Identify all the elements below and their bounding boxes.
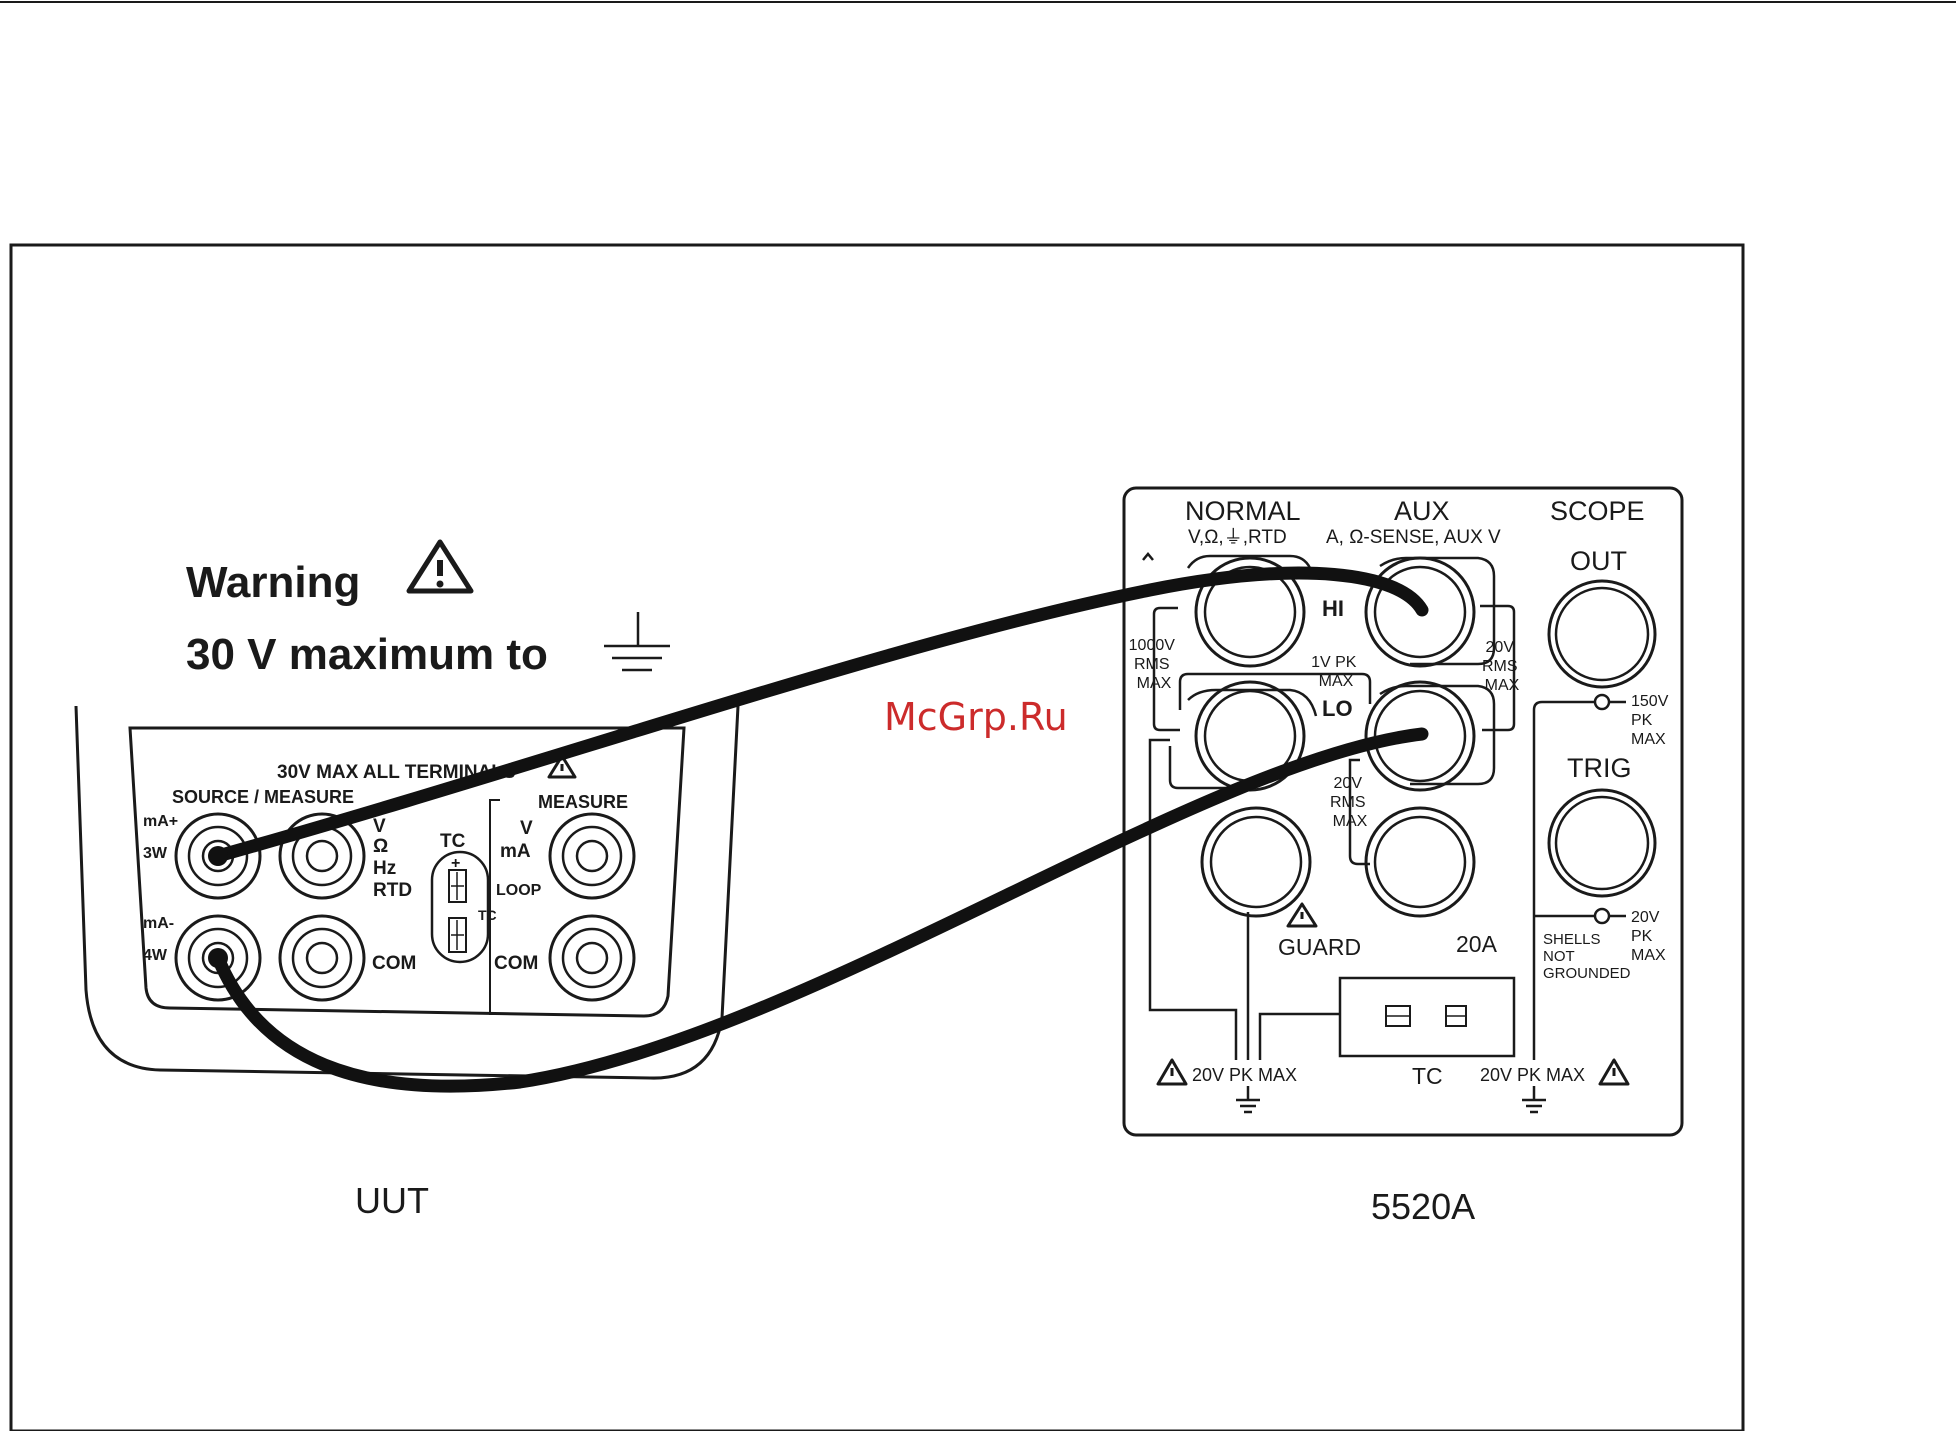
aux-hi-terminal[interactable] xyxy=(1364,556,1496,668)
tc-left-wire xyxy=(1258,1012,1340,1060)
shells-not-grounded: SHELLS NOT GROUNDED xyxy=(1543,931,1631,982)
shell-contact-150v-icon xyxy=(1593,693,1626,711)
uut-ma: mA xyxy=(500,841,531,862)
uut-device: 30V MAX ALL TERMINALS SOURCE / MEASURE M… xyxy=(74,705,740,1080)
uut-terminal-panel xyxy=(128,726,686,1018)
uut-tc-small: TC xyxy=(478,907,497,923)
uut-terminal-com-source[interactable] xyxy=(278,914,366,1002)
uut-ohm: Ω xyxy=(373,836,388,857)
uut-com-right: COM xyxy=(494,953,538,974)
uut-v: V xyxy=(373,816,386,837)
uut-measure-bracket xyxy=(489,799,500,1015)
warning-title: Warning xyxy=(186,558,360,607)
lo-label: LO xyxy=(1322,696,1353,721)
warning-triangle-icon xyxy=(406,539,474,594)
rating-1v-pk: 1V PK MAX xyxy=(1311,654,1361,690)
calibrator-label: 5520A xyxy=(1371,1186,1475,1227)
uut-terminal-ma-minus[interactable] xyxy=(174,914,262,1002)
uut-header: 30V MAX ALL TERMINALS xyxy=(277,762,516,783)
warning-block: Warning 30 V maximum to xyxy=(186,539,670,679)
bottom-left-warning-icon xyxy=(1156,1058,1188,1086)
aux-hi-lo-bracket xyxy=(1480,604,1516,732)
uut-terminal-ma-plus[interactable] xyxy=(174,812,262,900)
uut-com-left: COM xyxy=(372,953,416,974)
normal-sublabel: V,Ω,⏚,RTD xyxy=(1188,527,1287,548)
uut-warning-icon xyxy=(547,754,577,779)
normal-label: NORMAL xyxy=(1185,496,1301,526)
watermark: McGrp.Ru xyxy=(884,695,1068,739)
ground-right-icon xyxy=(1522,1086,1546,1114)
uut-4w: 4W xyxy=(143,947,168,964)
uut-measure-label: MEASURE xyxy=(538,792,628,812)
uut-terminal-measure-com[interactable] xyxy=(548,914,636,1002)
calibrator-panel-outline xyxy=(1122,486,1684,1137)
uut-3w: 3W xyxy=(143,845,168,862)
top-cap-mark xyxy=(1142,552,1154,561)
uut-hz: Hz xyxy=(373,858,396,879)
pk-max-right: 20V PK MAX xyxy=(1480,1065,1585,1085)
scope-label: SCOPE xyxy=(1550,496,1645,526)
ground-left-icon xyxy=(1236,1086,1260,1114)
uut-tc: TC xyxy=(440,831,466,852)
test-lead-hi xyxy=(211,566,1429,863)
test-lead-lo xyxy=(211,727,1429,1093)
amps-20a-terminal[interactable] xyxy=(1364,806,1476,918)
uut-rtd: RTD xyxy=(373,880,412,901)
uut-body-outline xyxy=(74,705,740,1080)
twenty-a-label: 20A xyxy=(1456,931,1498,957)
uut-source-measure-label: SOURCE / MEASURE xyxy=(172,787,354,807)
svg-text:+: + xyxy=(451,855,460,872)
lead-plug-uut-hi xyxy=(208,846,228,866)
normal-hi-terminal[interactable] xyxy=(1186,554,1312,668)
hi-label: HI xyxy=(1322,596,1344,621)
guard-terminal[interactable] xyxy=(1200,806,1312,918)
rating-150v: 150V PK MAX xyxy=(1631,693,1673,748)
guard-warning-icon xyxy=(1286,902,1318,928)
aux-sublabel: A, Ω-SENSE, AUX V xyxy=(1326,527,1501,548)
uut-ma-minus: mA- xyxy=(143,915,174,932)
guard-label: GUARD xyxy=(1278,934,1361,960)
pk-max-left: 20V PK MAX xyxy=(1192,1065,1297,1085)
uut-ma-plus: mA+ xyxy=(143,813,178,830)
ground-icon xyxy=(604,612,670,672)
normal-hi-lo-bracket xyxy=(1152,606,1180,732)
calibrator-panel: NORMAL V,Ω,⏚,RTD AUX A, Ω-SENSE, AUX V S… xyxy=(1122,486,1684,1137)
uut-label: UUT xyxy=(355,1180,429,1221)
out-label: OUT xyxy=(1570,546,1627,576)
warning-text: 30 V maximum to xyxy=(186,630,548,679)
uut-loop: LOOP xyxy=(496,882,542,899)
uut-v2: V xyxy=(520,818,533,839)
shell-contact-20v-icon xyxy=(1593,907,1626,925)
rating-20v-trig: 20V PK MAX xyxy=(1631,909,1666,964)
tc-socket[interactable] xyxy=(1338,976,1516,1058)
rating-20v-aux: 20V RMS MAX xyxy=(1482,639,1522,694)
trig-label: TRIG xyxy=(1567,753,1632,783)
uut-terminal-measure-v[interactable] xyxy=(548,812,636,900)
scope-out-terminal[interactable] xyxy=(1547,579,1657,689)
guard-left-wire xyxy=(1148,738,1238,1060)
rating-1000v: 1000V RMS MAX xyxy=(1129,637,1180,692)
figure-frame xyxy=(9,243,1745,1431)
uut-tc-socket[interactable]: + xyxy=(430,850,490,964)
lo-lo-bracket xyxy=(1178,672,1372,710)
aux-lo-bracket-lower xyxy=(1348,758,1370,866)
tc-label: TC xyxy=(1412,1063,1443,1089)
lead-plug-uut-lo xyxy=(208,948,228,968)
trig-ground-wire xyxy=(1532,700,1596,1060)
aux-label: AUX xyxy=(1394,496,1450,526)
trig-terminal[interactable] xyxy=(1547,788,1657,898)
rating-20v-lo: 20V RMS MAX xyxy=(1330,775,1370,830)
bottom-right-warning-icon xyxy=(1598,1058,1630,1086)
